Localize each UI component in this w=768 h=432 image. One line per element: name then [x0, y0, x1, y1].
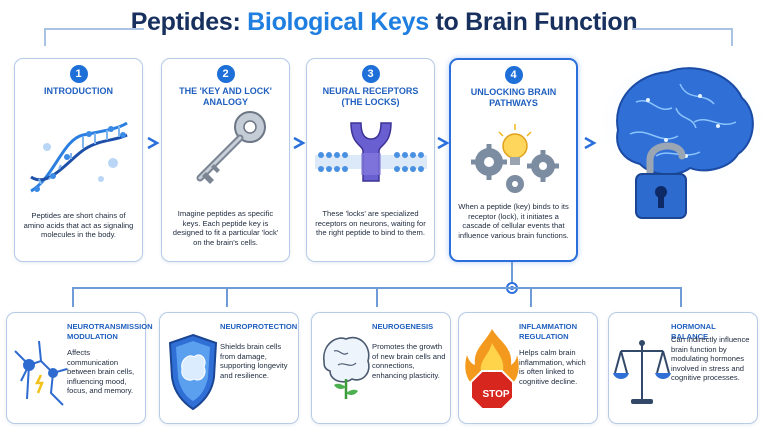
arrow-right-icon: [437, 136, 450, 150]
key-icon: [196, 111, 266, 184]
connector-drop: [530, 287, 532, 307]
effect-heading: Neurotransmission Modulation: [67, 322, 153, 341]
step-text: Imagine peptides as specific keys. Each …: [172, 209, 279, 247]
arrow-right-icon: [147, 136, 160, 150]
step-unlocking-pathways: 4 Unlocking Brain Pathways When a peptid…: [449, 58, 578, 262]
arrow-right-icon: [293, 136, 306, 150]
balance-scale-icon: [613, 340, 671, 404]
effect-text: Promotes the growth of new brain cells a…: [372, 342, 446, 380]
connector-drop: [680, 287, 682, 307]
effect-text: Helps calm brain inflammation, which is …: [519, 348, 586, 386]
receptor-icon: [315, 122, 427, 182]
step-introduction: 1 Introduction Peptides are short chains…: [14, 58, 143, 262]
step-neural-receptors: 3 Neural Receptors (The Locks) These 'lo…: [306, 58, 435, 262]
effect-hormonal-balance: Hormonal Balance Can indirectly influenc…: [608, 312, 758, 424]
frame-line-left-h: [44, 28, 144, 30]
step-heading: Introduction: [44, 86, 113, 96]
effect-heading: Neurogenesis: [372, 322, 434, 331]
effect-neurogenesis: Neurogenesis Promotes the growth of new …: [311, 312, 451, 424]
step-heading: Neural Receptors (The Locks): [322, 86, 419, 107]
shield-brain-icon: [168, 333, 218, 411]
step-number: 3: [361, 65, 380, 83]
connector-drop: [72, 287, 74, 307]
frame-line-left: [44, 28, 46, 46]
connector-drop: [376, 287, 378, 307]
neuron-icon: [14, 340, 68, 406]
step-text: These 'locks' are specialized receptors …: [315, 209, 426, 238]
connector-vertical: [511, 262, 513, 288]
step-number: 4: [504, 66, 523, 84]
stop-sign-label: STOP: [482, 389, 510, 400]
step-heading: Unlocking Brain Pathways: [470, 87, 557, 108]
step-number: 2: [216, 65, 235, 83]
page-title: Peptides: Biological Keys to Brain Funct…: [130, 8, 638, 36]
effect-text: Can indirectly influence brain function …: [671, 335, 750, 383]
frame-line-right: [731, 28, 733, 46]
effect-inflammation: STOP Inflammation Regulation Helps calm …: [458, 312, 598, 424]
effect-text: Affects communication between brain cell…: [67, 348, 135, 396]
effect-text: Shields brain cells from damage, support…: [220, 342, 288, 380]
connector-drop: [226, 287, 228, 307]
frame-line-right-h: [633, 28, 733, 30]
step-number: 1: [69, 65, 88, 83]
step-text: Peptides are short chains of amino acids…: [23, 211, 134, 240]
effect-heading: Neuroprotection: [220, 322, 298, 331]
arrow-right-icon: [584, 136, 597, 150]
brain-padlock-icon: [600, 62, 762, 219]
stop-sign-fire-icon: [465, 329, 519, 410]
effect-heading: Inflammation Regulation: [519, 322, 578, 341]
growing-brain-icon: [323, 336, 370, 399]
step-text: When a peptide (key) binds to its recept…: [458, 202, 569, 240]
effect-neurotransmission: Neurotransmission Modulation Affects com…: [6, 312, 153, 424]
effect-neuroprotection: Neuroprotection Shields brain cells from…: [159, 312, 299, 424]
dna-helix-icon: [30, 121, 128, 193]
step-key-and-lock: 2 The 'Key and Lock' Analogy Imagine pep…: [161, 58, 290, 262]
effect-heading: Hormonal Balance: [671, 322, 716, 341]
step-heading: The 'Key and Lock' Analogy: [179, 86, 272, 107]
gears-bulb-icon: [471, 124, 559, 193]
